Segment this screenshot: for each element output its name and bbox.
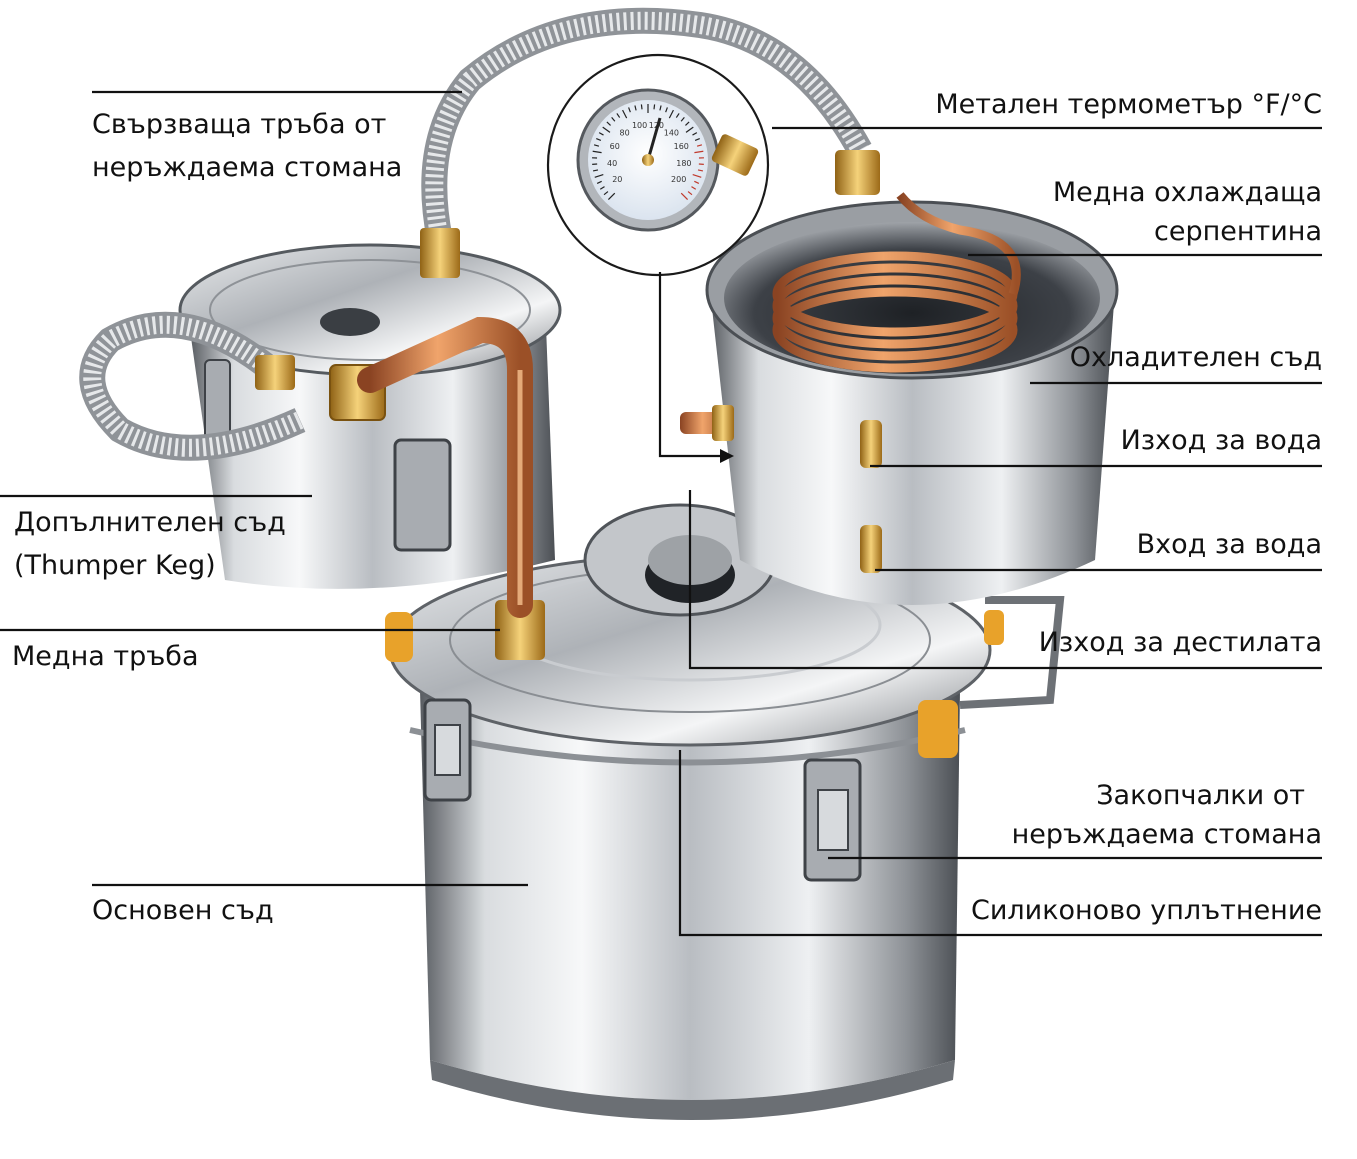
gauge-tick xyxy=(611,117,616,122)
gauge-tick xyxy=(691,186,697,190)
gauge-scale-label: 40 xyxy=(607,159,617,168)
label-silicone-seal: Силиконово уплътнение xyxy=(971,895,1322,926)
label-connecting-tube-line1: Свързваща тръба от xyxy=(92,109,387,140)
gauge-tick xyxy=(680,192,689,201)
label-cooling-vessel: Охладителен съд xyxy=(1069,342,1322,373)
gauge-tick xyxy=(616,113,621,118)
gauge-tick xyxy=(628,107,631,113)
label-clamps-line1: Закопчалки от xyxy=(1096,780,1305,811)
label-thumper-keg-line2: (Thumper Keg) xyxy=(14,550,216,581)
gauge-tick xyxy=(622,109,628,119)
gauge-tick xyxy=(687,191,693,196)
gauge-tick xyxy=(653,104,656,110)
gauge-scale-label: 140 xyxy=(664,129,679,138)
gauge-tick xyxy=(634,105,637,111)
gauge-tick xyxy=(692,132,698,136)
gauge-tick xyxy=(659,105,662,111)
connecting-hose xyxy=(79,7,872,461)
label-copper-pipe: Медна тръба xyxy=(12,641,199,672)
label-copper-coil-line1: Медна охлаждаща xyxy=(1052,177,1322,208)
gauge-tick xyxy=(606,121,611,126)
gauge-tick xyxy=(692,173,702,178)
gauge-scale-label: 60 xyxy=(610,142,620,151)
gauge-tick xyxy=(607,192,616,201)
gauge-tick xyxy=(675,113,680,118)
gauge-scale-label: 80 xyxy=(620,129,630,138)
label-water-outlet: Изход за вода xyxy=(1120,425,1322,456)
gauge-tick xyxy=(694,138,700,142)
label-water-inlet: Вход за вода xyxy=(1136,529,1322,560)
gauge-tick xyxy=(685,126,694,133)
gauge-tick xyxy=(680,117,685,122)
gauge-tick xyxy=(594,173,604,178)
label-connecting-tube-line2: неръждаема стомана xyxy=(92,152,403,183)
main-clamps xyxy=(385,596,1065,882)
gauge-scale-label: 160 xyxy=(674,142,689,151)
gauge-tick xyxy=(694,150,704,154)
callout-lines xyxy=(0,90,1322,937)
cooling-vessel xyxy=(680,192,1119,605)
copper-coil xyxy=(772,192,1021,373)
gauge-tick xyxy=(592,150,602,154)
gauge-tick xyxy=(696,144,703,147)
gauge-tick xyxy=(697,169,704,172)
gauge-scale-label: 100 xyxy=(632,121,647,130)
gauge-scale-label: 180 xyxy=(676,159,691,168)
gauge-scale-label: 20 xyxy=(612,175,622,184)
gauge-tick xyxy=(694,180,700,184)
thermometer-gauge: 20406080100120140160180200 xyxy=(546,53,770,277)
label-thumper-keg-line1: Допълнителен съд xyxy=(14,507,286,538)
gauge-tick xyxy=(596,180,602,184)
gauge-tick xyxy=(668,109,674,119)
label-thermometer: Метален термометър °F/°C xyxy=(935,89,1322,120)
gauge-tick xyxy=(665,107,668,113)
copper-pipe xyxy=(357,316,533,618)
gauge-tick xyxy=(592,169,599,172)
gauge-tick xyxy=(593,144,600,147)
label-main-vessel: Основен съд xyxy=(92,895,274,926)
label-copper-coil-line2: серпентина xyxy=(1154,216,1322,247)
gauge-tick xyxy=(603,191,609,196)
gauge-tick xyxy=(598,132,604,136)
gauge-tick xyxy=(602,126,611,133)
gauge-tick xyxy=(685,121,690,126)
gauge-tick xyxy=(599,186,605,190)
label-distillate-outlet: Изход за дестилата xyxy=(1038,627,1322,658)
label-clamps-line2: неръждаема стомана xyxy=(1011,819,1322,850)
gauge-tick xyxy=(596,138,602,142)
gauge-scale-label: 200 xyxy=(671,175,686,184)
gauge-tick xyxy=(640,104,643,110)
